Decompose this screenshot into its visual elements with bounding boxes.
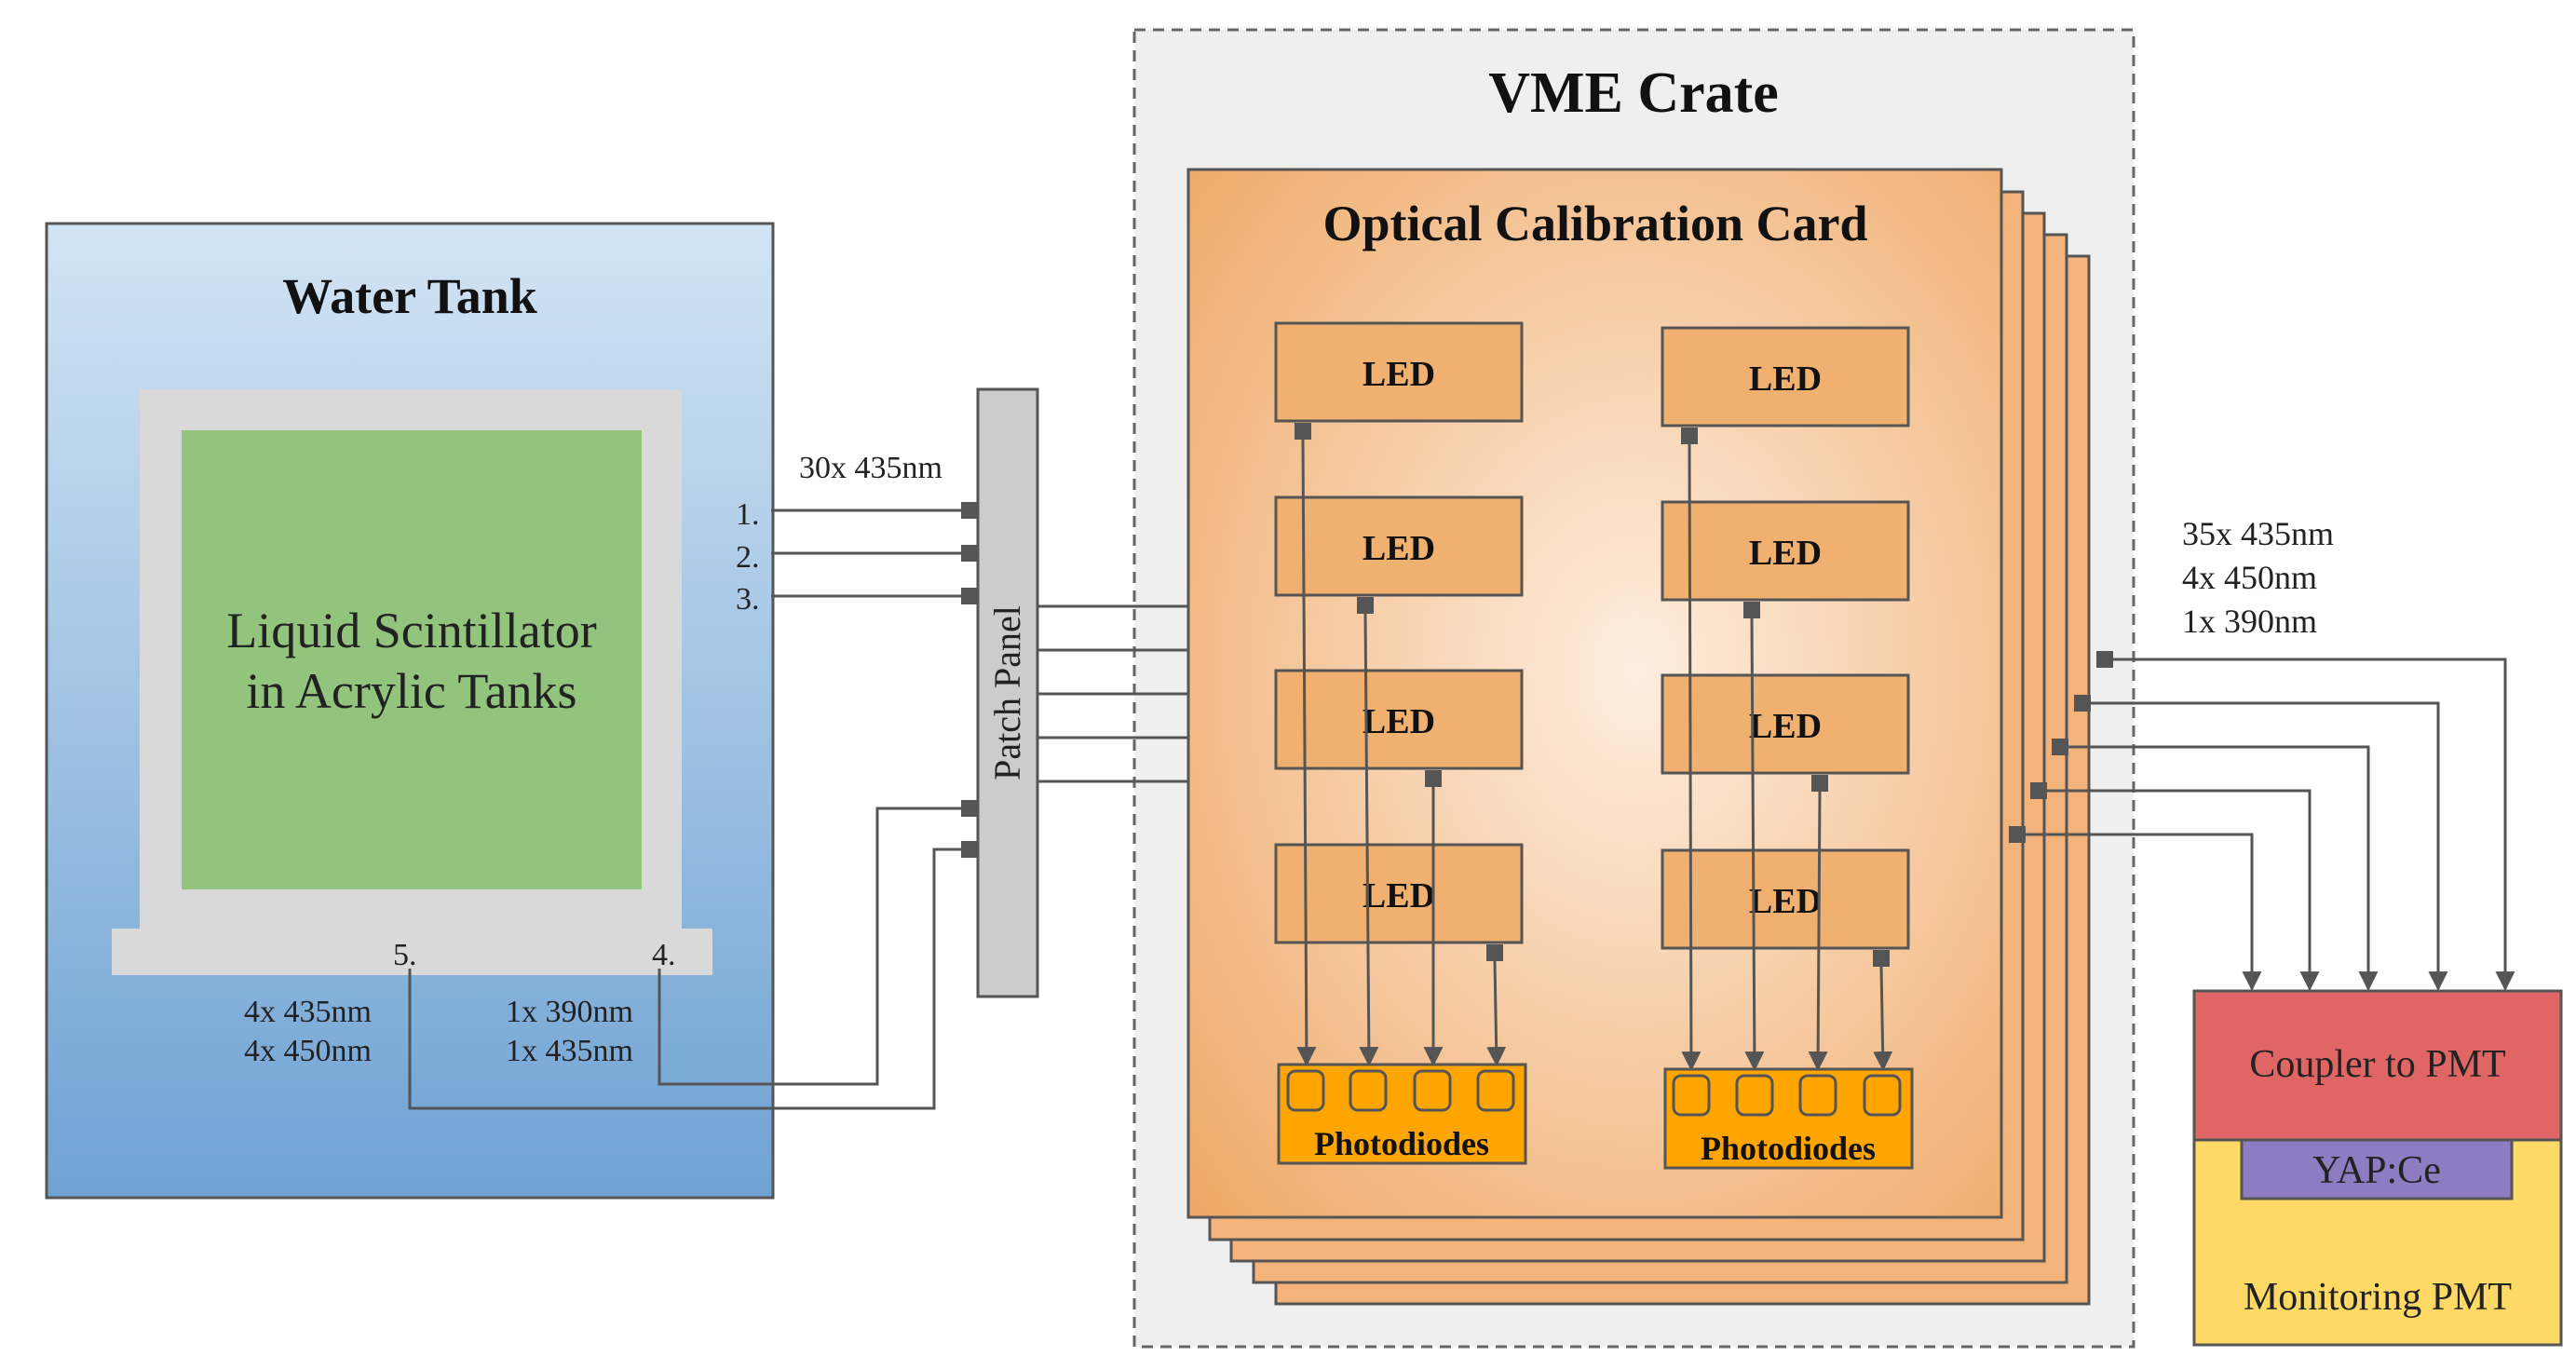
photodiode: [1413, 1069, 1452, 1112]
port4-wavelength-1: 1x 390nm: [506, 995, 633, 1029]
led-label: LED: [1749, 359, 1822, 399]
led-box: [1274, 495, 1524, 597]
photodiode: [1735, 1074, 1774, 1117]
port-label-1: 1.: [736, 497, 760, 532]
water-tank-title: Water Tank: [282, 268, 537, 324]
scintillator-label-line2: in Acrylic Tanks: [246, 663, 576, 719]
patch-connector: [961, 588, 978, 604]
output-line-2: 4x 450nm: [2182, 559, 2317, 596]
led-box: [1661, 500, 1910, 602]
led-box: [1661, 673, 1910, 775]
led-label: LED: [1749, 707, 1822, 746]
led-connector: [1743, 602, 1760, 618]
led-box: [1661, 326, 1910, 427]
led-label: LED: [1363, 702, 1435, 741]
vme-crate-title: VME Crate: [1488, 61, 1779, 125]
patch-connector: [961, 545, 978, 562]
port-label-2: 2.: [736, 540, 760, 575]
led-connector: [1486, 944, 1503, 961]
yap-crystal: [2240, 1138, 2514, 1200]
led-column-right: LED LED LED LED Photodiodes: [1661, 326, 1914, 1170]
output-line-1: 35x 435nm: [2182, 515, 2334, 552]
led-box: [1274, 843, 1524, 944]
patch-panel: Patch Panel: [976, 387, 1039, 998]
photodiodes-label: Photodiodes: [1314, 1125, 1489, 1162]
port5-wavelength-1: 4x 435nm: [244, 995, 372, 1029]
led-label: LED: [1363, 355, 1435, 394]
photodiode: [1349, 1069, 1388, 1112]
monitoring-pmt-label: Monitoring PMT: [2244, 1276, 2512, 1319]
photodiode: [1476, 1069, 1515, 1112]
led-connector: [1811, 775, 1828, 792]
tank-fibers: 30x 435nm: [408, 451, 978, 1110]
patch-connector: [961, 800, 978, 817]
port-label-5: 5.: [393, 938, 417, 972]
card-output-connector: [2074, 695, 2091, 712]
led-connector: [1357, 597, 1374, 614]
card-output-connector: [2052, 739, 2068, 755]
card-output-connector: [2030, 782, 2047, 799]
coupler-label: Coupler to PMT: [2249, 1043, 2505, 1086]
port-label-4: 4.: [652, 938, 676, 972]
led-connector: [1681, 427, 1698, 444]
panel-to-card-cables: [1037, 604, 1188, 783]
scintillator-label-line1: Liquid Scintillator: [226, 603, 596, 658]
led-label: LED: [1749, 882, 1822, 921]
led-box: [1274, 669, 1524, 770]
water-tank: Water Tank Liquid Scintillator in Acryli…: [45, 222, 775, 1200]
card-output-connector: [2009, 826, 2026, 843]
fibers-top-label: 30x 435nm: [799, 451, 942, 485]
patch-panel-label: Patch Panel: [986, 605, 1028, 780]
led-label: LED: [1363, 529, 1435, 568]
port4-wavelength-2: 1x 435nm: [506, 1034, 633, 1068]
photodiode: [1863, 1074, 1902, 1117]
patch-connector: [961, 841, 978, 858]
led-box: [1661, 848, 1910, 950]
led-label: LED: [1749, 534, 1822, 573]
acrylic-base: [112, 929, 712, 975]
port-label-3: 3.: [736, 582, 760, 617]
patch-connector: [961, 502, 978, 519]
output-fibers: 35x 435nm 4x 450nm 1x 390nm: [2009, 515, 2515, 992]
led-label: LED: [1363, 876, 1435, 916]
photodiode: [1672, 1074, 1711, 1117]
monitoring-pmt-assembly: Coupler to PMT YAP:Ce Monitoring PMT: [2192, 989, 2563, 1347]
output-line-3: 1x 390nm: [2182, 603, 2317, 640]
photodiode: [1286, 1069, 1325, 1112]
photodiodes-label: Photodiodes: [1701, 1130, 1876, 1167]
crystal-label: YAP:Ce: [2312, 1149, 2441, 1192]
led-box: [1274, 321, 1524, 423]
card-title: Optical Calibration Card: [1322, 196, 1867, 251]
led-connector: [1295, 423, 1311, 440]
led-connector: [1873, 950, 1890, 967]
led-column-left: LED LED LED LED Photodiodes: [1274, 321, 1527, 1165]
card-output-connector: [2096, 651, 2113, 668]
photodiode: [1798, 1074, 1837, 1117]
liquid-scintillator: [182, 430, 642, 889]
port5-wavelength-2: 4x 450nm: [244, 1034, 372, 1068]
led-connector: [1425, 770, 1442, 787]
